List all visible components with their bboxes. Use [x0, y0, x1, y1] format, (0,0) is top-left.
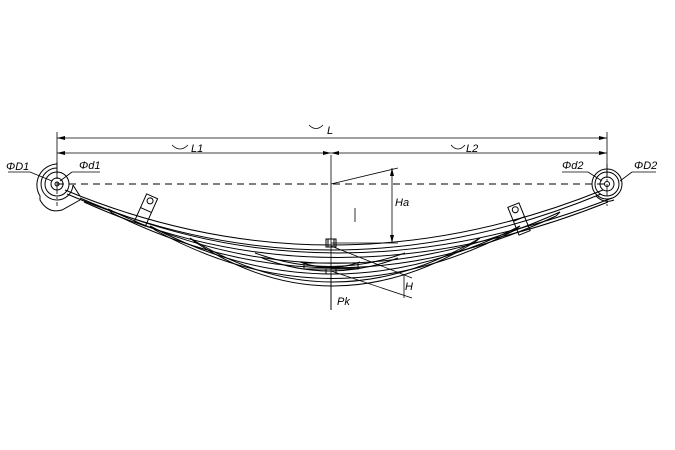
spring-clip-left: [133, 193, 159, 227]
label-H: H: [405, 281, 413, 293]
label-L2: L2: [466, 143, 478, 155]
spring-leaves: [64, 189, 613, 287]
leader-d2: Φd2: [562, 160, 603, 182]
dimension-L1: L1: [57, 143, 331, 155]
label-d2: Φd2: [562, 160, 583, 172]
label-Ha: Ha: [395, 197, 409, 209]
label-D1: ΦD1: [6, 161, 29, 173]
load-Pk: Pk: [330, 274, 350, 310]
dimension-Ha: Ha: [330, 167, 409, 244]
leader-D1: ΦD1: [6, 161, 53, 182]
label-D2: ΦD2: [634, 160, 657, 172]
label-d1: Φd1: [79, 160, 100, 172]
label-Pk: Pk: [337, 296, 350, 308]
leader-D2: ΦD2: [619, 160, 657, 182]
center-bolt: [303, 238, 359, 275]
label-L: L: [327, 125, 333, 137]
left-eye: [36, 162, 81, 212]
spring-clip-right: [507, 202, 531, 236]
dimension-L: L: [56, 124, 608, 178]
dimension-L2: L2: [331, 143, 607, 155]
label-L1: L1: [191, 143, 203, 155]
leader-d1: Φd1: [59, 160, 100, 182]
right-eye: [591, 164, 623, 206]
